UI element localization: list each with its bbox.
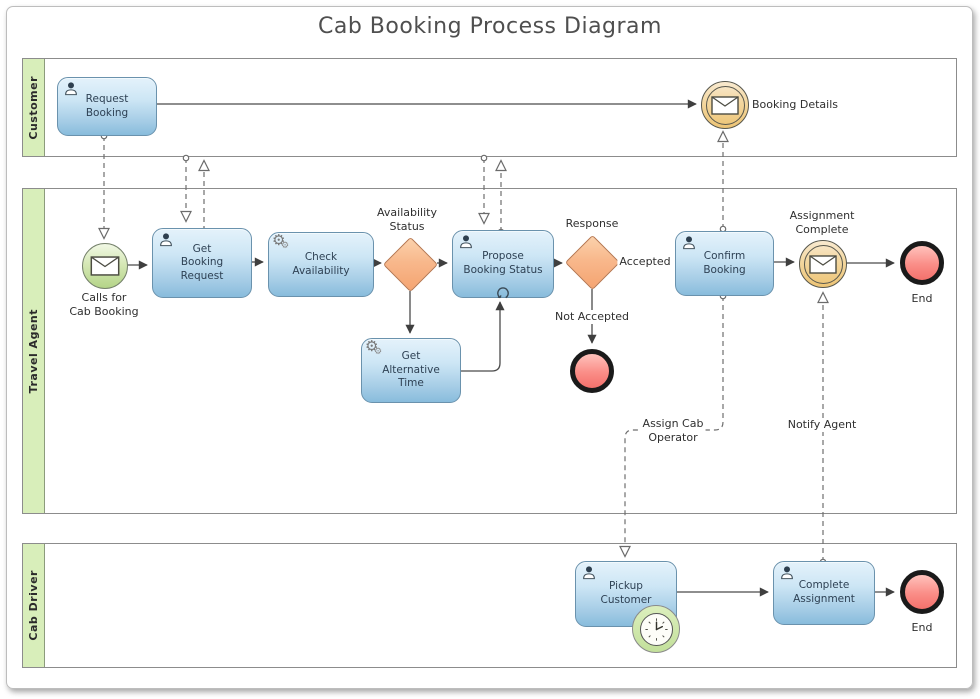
person-icon [460, 235, 472, 249]
lane-travel-agent-strip[interactable]: Travel Agent [23, 189, 45, 513]
lane-customer: Customer [22, 58, 957, 157]
flow-alternative-to-propose[interactable] [460, 301, 505, 372]
person-icon [65, 82, 77, 96]
person-icon [583, 566, 595, 580]
person-icon [160, 233, 172, 247]
assignment-complete-event-ring [803, 244, 843, 284]
lane-cab-driver-strip[interactable]: Cab Driver [23, 544, 45, 667]
not-accepted-label: Not Accepted [552, 310, 632, 325]
end-event-travel-agent[interactable] [900, 241, 944, 285]
task-label: Propose Booking Status [463, 250, 543, 276]
task-label: Complete Assignment [793, 579, 855, 605]
task-pickup-customer[interactable]: Pickup Customer [575, 561, 677, 627]
gateway-availability-label: Availability Status [377, 206, 437, 234]
task-label: Confirm Booking [703, 249, 746, 276]
assign-cab-operator-label: Assign Cab Operator [640, 417, 706, 446]
task-label: Get Booking Request [180, 242, 224, 282]
timer-boundary-event[interactable] [632, 605, 680, 653]
task-get-alternative-time[interactable]: ⚙ ⚙ Get Alternative Time [361, 338, 461, 403]
assignment-complete-label: Assignment Complete [789, 209, 855, 237]
page-frame [6, 6, 973, 689]
booking-details-event-ring [705, 85, 745, 125]
gear-icon: ⚙ [365, 337, 379, 355]
end-event-cab-driver[interactable] [900, 570, 944, 614]
person-icon [683, 236, 695, 250]
person-icon [781, 566, 793, 580]
task-propose-booking-status[interactable]: Propose Booking Status [452, 230, 554, 299]
notify-agent-label: Notify Agent [785, 418, 859, 433]
lane-customer-strip[interactable]: Customer [23, 59, 45, 156]
gateway-response-label: Response [565, 217, 619, 230]
message-assign-cab-operator[interactable] [619, 292, 727, 558]
accepted-label: Accepted [617, 255, 673, 270]
start-event-label: Calls for Cab Booking [69, 291, 139, 319]
diagram-title: Cab Booking Process Diagram [318, 14, 662, 39]
timer-event-ring [639, 612, 673, 646]
task-complete-assignment[interactable]: Complete Assignment [773, 561, 875, 625]
envelope-icon [90, 256, 120, 276]
task-confirm-booking[interactable]: Confirm Booking [675, 231, 774, 296]
task-label: Check Availability [292, 250, 350, 277]
loop-icon [497, 287, 509, 299]
start-event-calls-for-cab-booking[interactable] [82, 243, 128, 289]
end-cab-driver-label: End [911, 621, 933, 634]
task-label: Get Alternative Time [382, 350, 440, 390]
task-label: Pickup Customer [600, 580, 652, 606]
envelope-icon [809, 254, 837, 274]
booking-details-event[interactable] [701, 81, 749, 129]
gear-icon-small: ⚙ [374, 347, 383, 357]
task-label: Request Booking [85, 92, 129, 119]
assignment-complete-event[interactable] [799, 240, 847, 288]
task-request-booking[interactable]: Request Booking [57, 77, 157, 136]
envelope-icon [711, 95, 739, 115]
end-event-not-accepted[interactable] [570, 349, 614, 393]
task-check-availability[interactable]: ⚙ ⚙ Check Availability [268, 232, 374, 297]
task-get-booking-request[interactable]: Get Booking Request [152, 228, 252, 298]
gear-icon: ⚙ [272, 231, 286, 249]
clock-icon [644, 617, 668, 641]
booking-details-label: Booking Details [752, 98, 839, 111]
end-travel-agent-label: End [911, 292, 933, 305]
gear-icon-small: ⚙ [281, 241, 290, 251]
